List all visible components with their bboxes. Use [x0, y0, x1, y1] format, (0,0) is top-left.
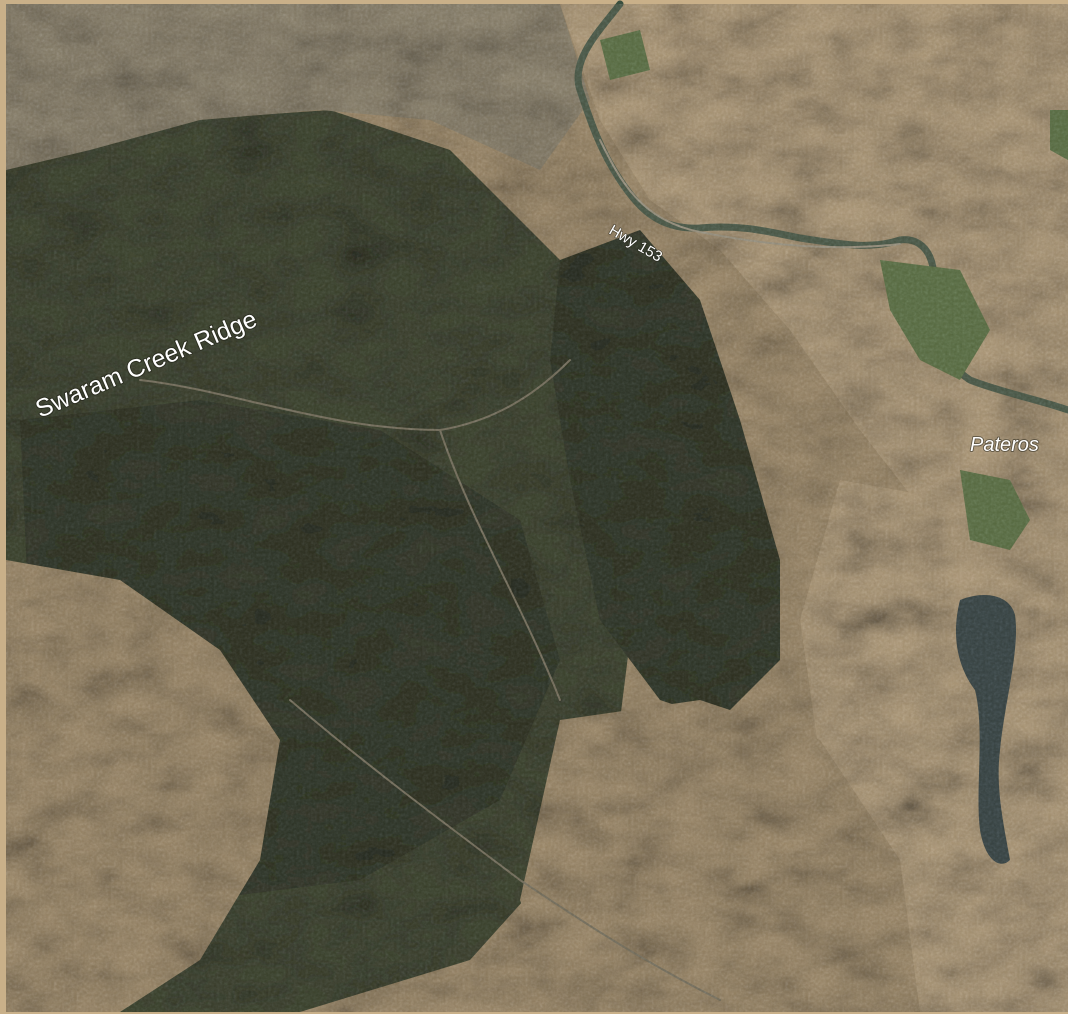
imagery-grain — [6, 4, 1068, 1012]
town-label: Pateros — [970, 434, 1039, 456]
